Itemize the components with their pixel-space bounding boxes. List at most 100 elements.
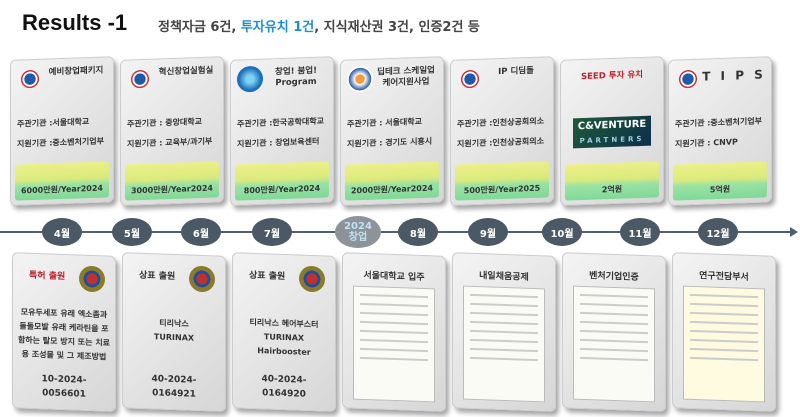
document-line xyxy=(360,302,428,308)
application-number: 10-2024-0056601 xyxy=(41,374,87,400)
start-label: 창업 xyxy=(348,232,368,243)
document-line xyxy=(580,338,648,344)
milestone-card: 연구전담부서 xyxy=(672,252,776,412)
month-node: 7월 xyxy=(252,218,292,246)
document-line xyxy=(690,329,758,335)
card-title: 창업! 붐업! Program xyxy=(275,65,317,89)
gov-logo-icon xyxy=(457,65,483,93)
document-line xyxy=(360,293,428,299)
gov-logo-icon xyxy=(17,65,43,93)
kipo-seal-icon xyxy=(79,265,105,293)
month-node: 12월 xyxy=(698,218,738,246)
document-line xyxy=(470,320,538,326)
month-node: 11월 xyxy=(620,218,660,246)
document-line xyxy=(690,347,758,353)
gov-logo-icon xyxy=(127,65,153,93)
document-line xyxy=(360,311,428,317)
document-line xyxy=(690,338,758,344)
month-node: 5월 xyxy=(112,218,152,246)
document-line xyxy=(580,293,648,299)
milestone-card: 벤처기업인증 xyxy=(562,252,666,412)
milestone-card: 내일채움공제 xyxy=(452,252,556,412)
host-org: 주관기관 : 중앙대학교 xyxy=(127,116,203,129)
document-line xyxy=(470,347,538,353)
support-org: 지원기관 :중소벤처기업부 xyxy=(17,136,104,149)
document-line xyxy=(470,302,538,308)
certificate-document xyxy=(353,285,435,403)
summary-highlight: 투자유치 1건 xyxy=(240,20,315,35)
month-node: 10월 xyxy=(542,218,582,246)
document-line xyxy=(690,302,758,308)
host-org: 주관기관 :서울대학교 xyxy=(17,117,90,129)
document-line xyxy=(580,311,648,317)
summary-suffix: , 지식재산권 3건, 인증2건 등 xyxy=(314,20,480,35)
document-line xyxy=(580,347,648,353)
support-org: 지원기관 : 교육부/과기부 xyxy=(127,136,213,149)
ip-description-en: TURINAX Hairbooster xyxy=(257,332,311,357)
host-org: 주관기관 :중소벤처기업부 xyxy=(675,116,762,129)
page-title: Results -1 xyxy=(22,10,128,35)
ip-description-en: TURINAX xyxy=(153,332,195,343)
document-line xyxy=(470,293,538,299)
host-org: 주관기관 :한국공학대학교 xyxy=(237,116,324,129)
card-title: 예비창업패키지 xyxy=(48,65,104,78)
host-org: 주관기관 :인천상공회의소 xyxy=(457,116,544,129)
timeline-arrow-icon xyxy=(790,227,798,237)
milestone-title: 벤처기업인증 xyxy=(589,271,639,283)
month-node: 8월 xyxy=(398,218,438,246)
summary: 정책자금 6건, 투자유치 1건, 지식재산권 3건, 인증2건 등 xyxy=(158,16,480,35)
ip-description: 모유두세포 유래 엑소좀과 돌돌모발 유래 케라틴을 포함하는 탈모 방지 또는… xyxy=(17,307,111,362)
card-title: SEED 투자 유치 xyxy=(581,69,643,83)
document-line xyxy=(690,320,758,326)
summary-prefix: 정책자금 6건, xyxy=(158,20,241,35)
host-org: 주관기관 : 서울대학교 xyxy=(347,116,423,129)
document-line xyxy=(580,356,648,362)
document-line xyxy=(360,347,428,353)
card-title: IP 디딤돌 xyxy=(498,65,534,78)
document-line xyxy=(690,311,758,317)
document-line xyxy=(580,329,648,335)
document-line xyxy=(580,320,648,326)
city-logo-icon xyxy=(347,65,373,93)
application-number: 40-2024-0164921 xyxy=(151,374,197,400)
month-node: 9월 xyxy=(468,218,508,246)
university-logo-icon xyxy=(237,65,263,93)
month-node: 6월 xyxy=(181,218,221,246)
certificate-document xyxy=(683,285,765,403)
support-org: 지원기관 : 경기도 시흥시 xyxy=(347,136,433,149)
kipo-seal-icon xyxy=(299,265,325,293)
document-line xyxy=(470,311,538,317)
document-line xyxy=(360,320,428,326)
milestone-title: 내일채움공제 xyxy=(479,271,529,283)
investor-sub: PARTNERS xyxy=(579,134,645,146)
application-number: 40-2024-0164920 xyxy=(261,374,307,400)
gov-logo-icon xyxy=(675,65,701,93)
card-title: 혁신창업실험실 xyxy=(158,65,214,78)
certificate-document xyxy=(573,285,655,403)
document-line xyxy=(470,356,538,362)
start-year: 2024 xyxy=(344,221,372,232)
document-line xyxy=(580,302,648,308)
kipo-seal-icon xyxy=(189,265,215,293)
milestone-card: 서울대학교 입주 xyxy=(342,252,446,412)
timeline-line xyxy=(0,231,792,233)
document-line xyxy=(690,356,758,362)
document-line xyxy=(360,329,428,335)
document-line xyxy=(690,293,758,299)
card-title: 딥테크 스케일업 케어지원사업 xyxy=(377,65,435,89)
support-org: 지원기관 :인천상공회의소 xyxy=(457,136,544,149)
support-org: 지원기관 : 창업보육센터 xyxy=(237,136,320,149)
milestone-title: 서울대학교 입주 xyxy=(363,270,425,284)
milestone-title: 연구전담부서 xyxy=(699,271,749,283)
